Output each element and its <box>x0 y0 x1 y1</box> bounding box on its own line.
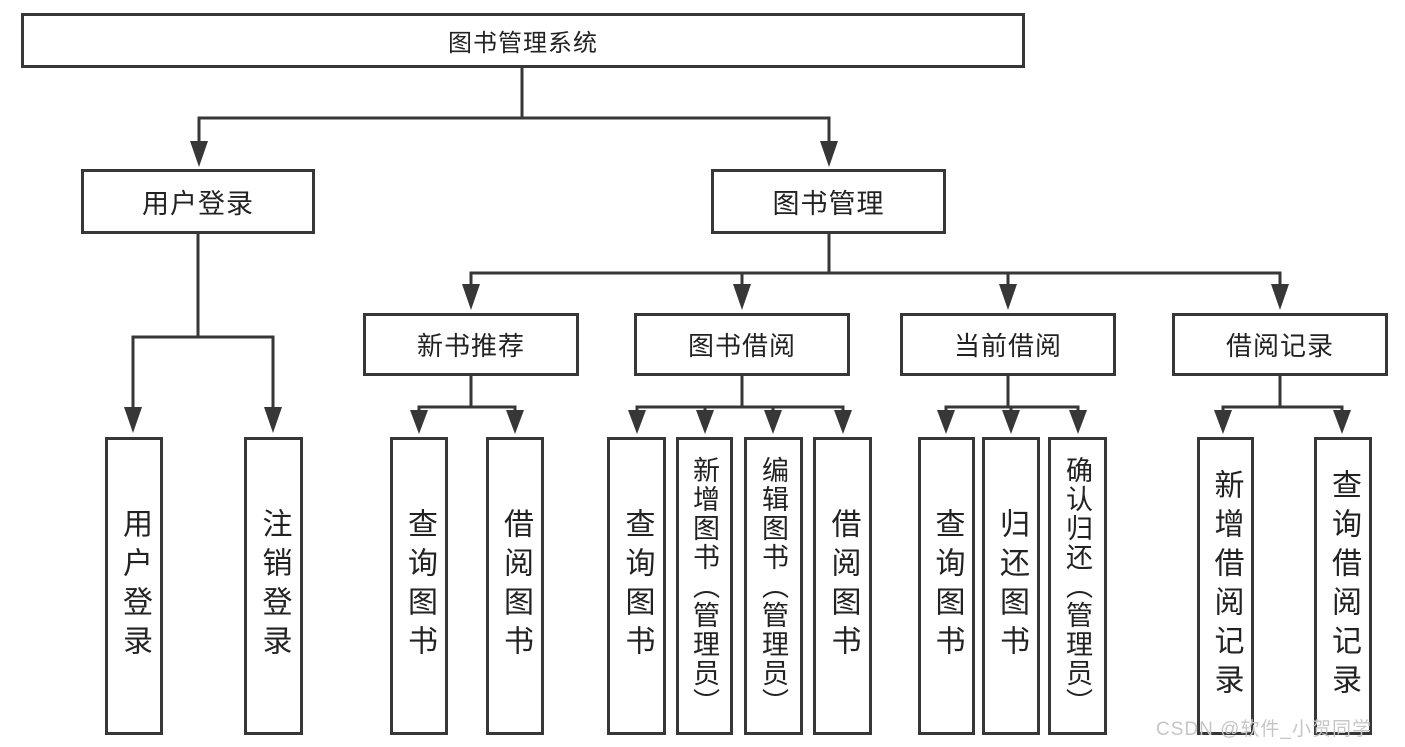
leaf-query-books-current-label: 查询图书 <box>930 508 964 664</box>
leaf-return-books: 归还图书 <box>982 437 1040 735</box>
leaf-add-book-admin-label: 新增图书（管理员） <box>689 455 719 717</box>
leaf-user-login: 用户登录 <box>105 437 163 735</box>
leaf-edit-book-admin-label: 编辑图书（管理员） <box>758 455 788 717</box>
node-borrow-records-label: 借阅记录 <box>1225 331 1334 361</box>
watermark-text: CSDN @软件_小贺同学 <box>1156 719 1372 740</box>
node-current-borrowing: 当前借阅 <box>900 313 1116 376</box>
leaf-logout-label: 注销登录 <box>257 508 291 664</box>
leaf-query-books-rec-label: 查询图书 <box>403 508 436 664</box>
leaf-borrow-books-borrow: 借阅图书 <box>813 437 872 735</box>
leaf-query-books-borrow: 查询图书 <box>607 437 666 735</box>
leaf-confirm-return-admin-label: 确认归还（管理员） <box>1062 455 1092 717</box>
leaf-confirm-return-admin: 确认归还（管理员） <box>1048 437 1107 735</box>
leaf-add-borrow-record: 新增借阅记录 <box>1197 437 1254 735</box>
leaf-borrow-books-rec-label: 借阅图书 <box>499 508 532 664</box>
node-user-login: 用户登录 <box>81 169 315 234</box>
leaf-add-book-admin: 新增图书（管理员） <box>676 437 733 735</box>
connector-paths <box>131 68 1344 411</box>
node-new-book-recommend-label: 新书推荐 <box>416 331 525 361</box>
leaf-query-borrow-record: 查询借阅记录 <box>1314 437 1372 735</box>
leaf-query-books-current: 查询图书 <box>918 437 975 735</box>
leaf-add-borrow-record-label: 新增借阅记录 <box>1209 469 1243 703</box>
leaf-query-books-borrow-label: 查询图书 <box>620 508 654 664</box>
node-book-management: 图书管理 <box>711 169 946 234</box>
node-root-label: 图书管理系统 <box>448 30 598 57</box>
leaf-borrow-books-rec: 借阅图书 <box>486 437 544 735</box>
leaf-user-login-label: 用户登录 <box>118 508 151 664</box>
node-book-management-label: 图书管理 <box>772 189 885 219</box>
leaf-edit-book-admin: 编辑图书（管理员） <box>744 437 803 735</box>
node-book-borrowing-label: 图书借阅 <box>687 331 796 361</box>
arrowheads <box>124 141 1351 434</box>
node-new-book-recommend: 新书推荐 <box>363 313 579 376</box>
node-book-borrowing: 图书借阅 <box>634 313 850 376</box>
leaf-query-borrow-record-label: 查询借阅记录 <box>1327 469 1360 703</box>
node-borrow-records: 借阅记录 <box>1172 313 1388 376</box>
leaf-borrow-books-borrow-label: 借阅图书 <box>826 508 860 664</box>
leaf-query-books-rec: 查询图书 <box>390 437 448 735</box>
leaf-logout: 注销登录 <box>244 437 303 735</box>
node-user-login-label: 用户登录 <box>142 189 254 219</box>
leaf-return-books-label: 归还图书 <box>995 508 1028 664</box>
node-root: 图书管理系统 <box>21 13 1025 68</box>
node-current-borrowing-label: 当前借阅 <box>953 331 1062 361</box>
